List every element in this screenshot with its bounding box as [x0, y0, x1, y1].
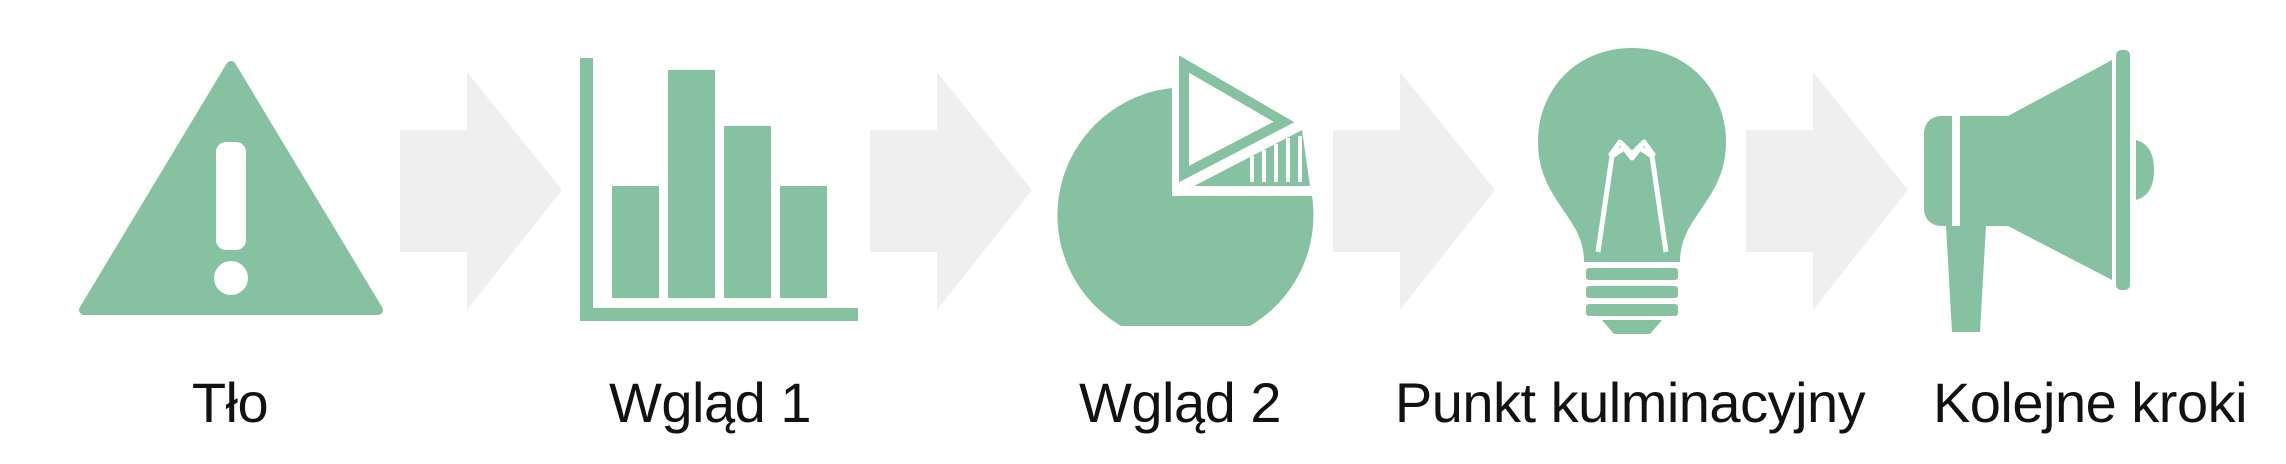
step-label-climax: Punkt kulminacyjny	[1394, 371, 1866, 434]
step-label-next-steps: Kolejne kroki	[1932, 371, 2248, 434]
pie-chart-icon	[1057, 56, 1314, 326]
step-label-insight-2: Wgląd 2	[1079, 371, 1281, 434]
step-label-background: Tło	[191, 371, 269, 434]
arrow-right-icon	[1746, 72, 1908, 310]
arrow-right-icon	[870, 72, 1032, 310]
lightbulb-icon	[1538, 48, 1726, 334]
step-label-insight-1: Wgląd 1	[609, 371, 811, 434]
bar-chart-icon	[580, 58, 858, 321]
arrow-right-icon	[400, 72, 562, 310]
warning-icon	[79, 61, 383, 315]
megaphone-icon	[1924, 50, 2154, 332]
arrow-right-icon	[1333, 72, 1495, 310]
